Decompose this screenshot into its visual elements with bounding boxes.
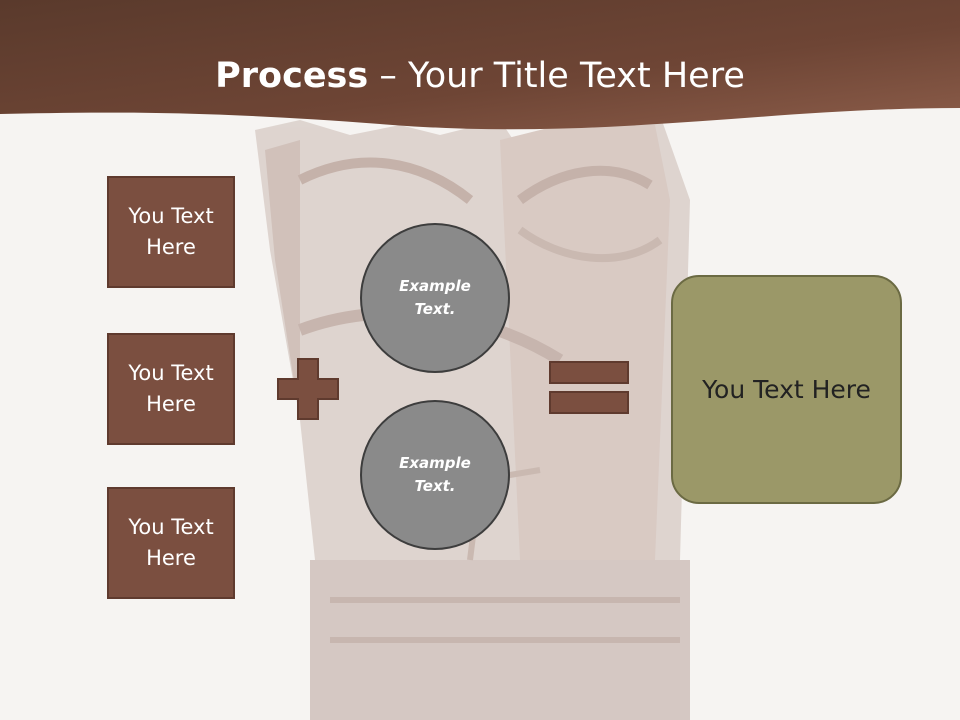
input-box-label: You Text Here (128, 204, 214, 259)
input-box-label: You Text Here (128, 361, 214, 416)
example-circle-label: Example Text. (399, 454, 471, 495)
title-rest: – Your Title Text Here (368, 56, 745, 96)
plus-icon (277, 358, 339, 420)
example-circle-2[interactable]: Example Text. (360, 400, 510, 550)
page-title: Process – Your Title Text Here (0, 52, 960, 100)
input-box-label: You Text Here (128, 515, 214, 570)
result-box[interactable]: You Text Here (671, 275, 902, 504)
input-box-3[interactable]: You Text Here (107, 487, 235, 599)
example-circle-label: Example Text. (399, 277, 471, 318)
example-circle-1[interactable]: Example Text. (360, 223, 510, 373)
equals-icon (549, 361, 629, 414)
title-bold: Process (215, 56, 369, 96)
input-box-1[interactable]: You Text Here (107, 176, 235, 288)
result-box-label: You Text Here (702, 375, 871, 404)
input-box-2[interactable]: You Text Here (107, 333, 235, 445)
